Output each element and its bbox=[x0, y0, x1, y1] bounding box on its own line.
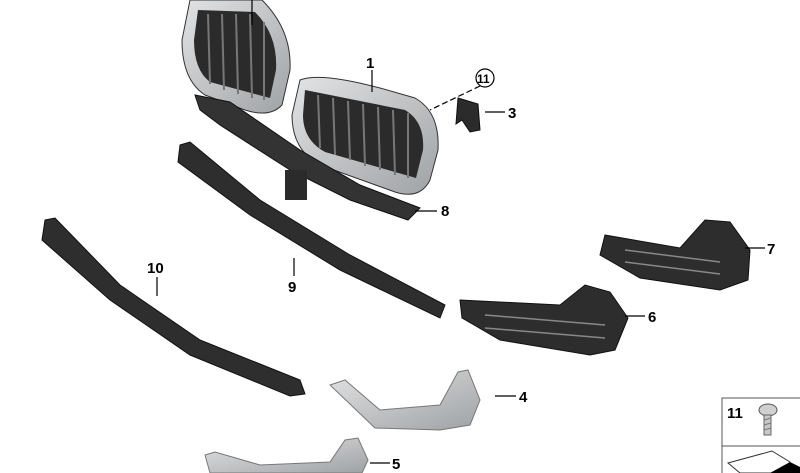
callout-3: 3 bbox=[508, 105, 516, 122]
grille-strip-part-9 bbox=[177, 141, 446, 319]
trim-strip-part-5 bbox=[204, 437, 369, 473]
lower-grille-part-10 bbox=[41, 217, 306, 397]
callout-9: 9 bbox=[288, 279, 296, 296]
grille-carrier-part-8 bbox=[194, 94, 421, 221]
side-grille-part-7 bbox=[599, 219, 751, 291]
callout-10: 10 bbox=[147, 260, 164, 277]
callout-4: 4 bbox=[519, 389, 528, 406]
screw-icon bbox=[758, 403, 778, 436]
kidney-grille-left bbox=[181, 0, 291, 114]
callout-6: 6 bbox=[648, 309, 656, 326]
callout-1: 1 bbox=[366, 55, 374, 72]
callout-11: 11 bbox=[477, 72, 490, 86]
callouts: 1 11 3 8 7 6 10 9 4 5 bbox=[147, 0, 775, 473]
mount-tab bbox=[285, 170, 307, 200]
callout-5: 5 bbox=[392, 456, 400, 473]
trim-strip-part-4 bbox=[329, 369, 481, 431]
bracket-part-3 bbox=[455, 97, 481, 133]
legend-box: 11 bbox=[721, 397, 800, 473]
kidney-grille-right bbox=[291, 76, 439, 195]
callout-8: 8 bbox=[441, 203, 449, 220]
callout-7: 7 bbox=[767, 241, 775, 258]
legend-part-number: 11 bbox=[727, 405, 743, 422]
